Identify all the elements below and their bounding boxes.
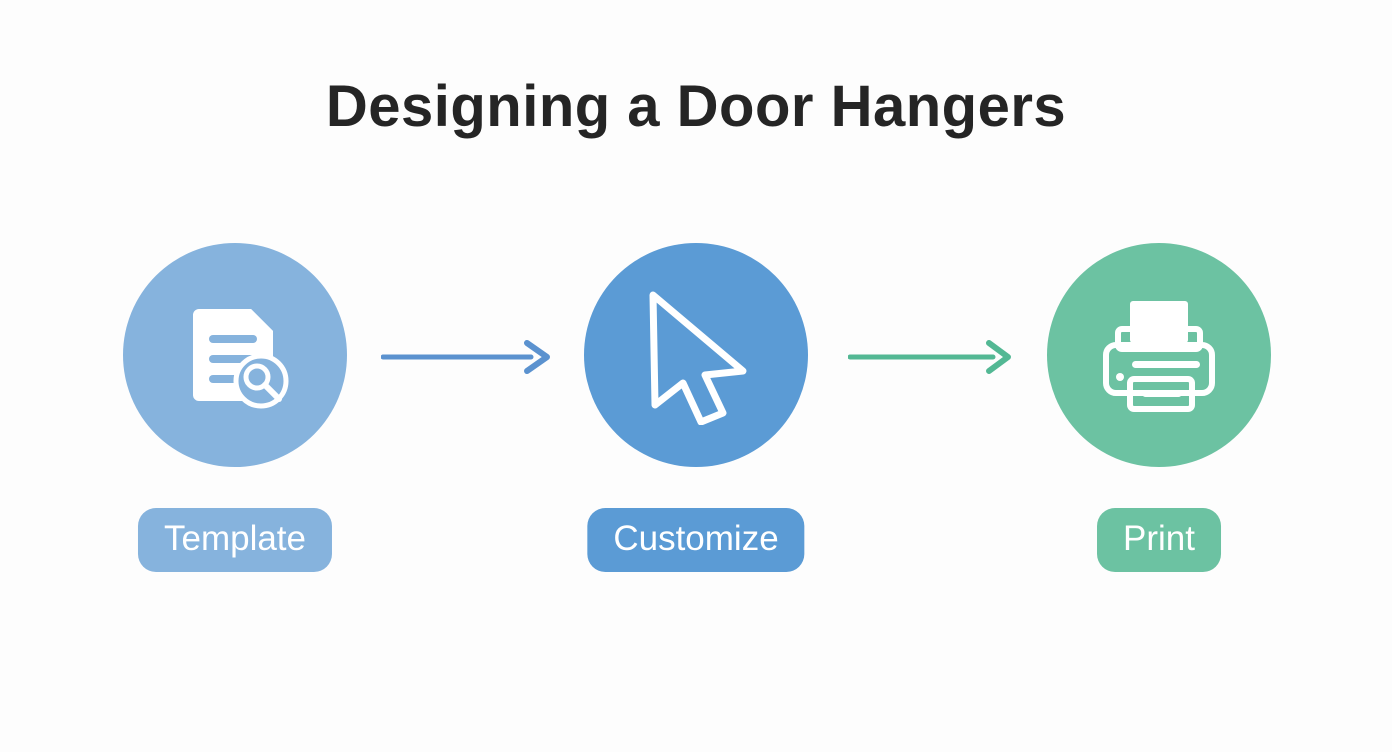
process-flow: Template Customize <box>0 243 1392 573</box>
step-icon-circle-print <box>1047 243 1271 467</box>
flow-connector-customize-to-print <box>847 337 1014 377</box>
flow-step-print[interactable]: Print <box>1009 243 1309 573</box>
step-icon-circle-customize <box>584 243 808 467</box>
document-search-icon <box>171 291 299 419</box>
cursor-pointer-icon <box>631 285 761 425</box>
arrow-right-icon <box>847 340 1014 381</box>
step-label-print[interactable]: Print <box>1097 508 1221 572</box>
arrow-right-icon <box>380 340 553 381</box>
flow-step-customize[interactable]: Customize <box>546 243 846 573</box>
flow-connector-template-to-customize <box>380 337 553 377</box>
step-icon-circle-template <box>123 243 347 467</box>
printer-icon <box>1092 291 1226 419</box>
page-title: Designing a Door Hangers <box>325 74 1067 139</box>
flow-step-template[interactable]: Template <box>85 243 385 573</box>
step-label-template[interactable]: Template <box>137 508 333 572</box>
step-label-customize[interactable]: Customize <box>587 508 805 572</box>
